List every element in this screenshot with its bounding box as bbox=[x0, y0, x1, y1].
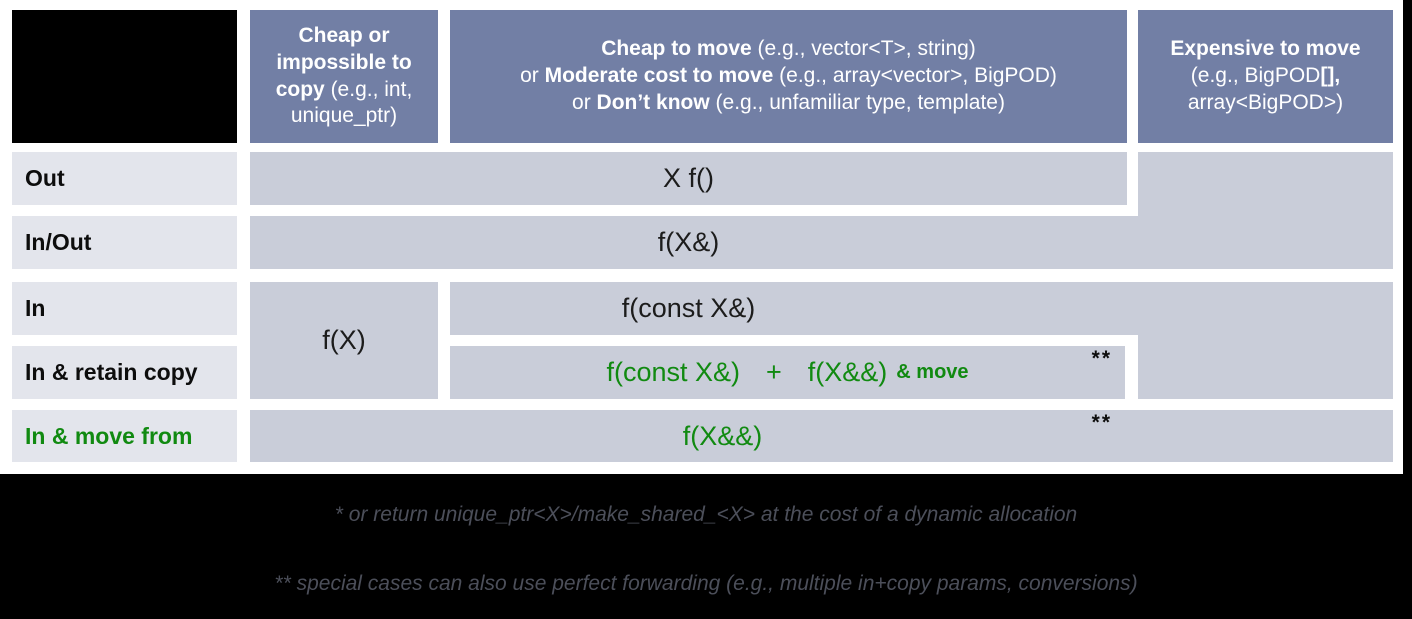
cheap-move-line2-bold: Moderate cost to move bbox=[544, 64, 774, 88]
expensive-move-line3: array<BigPOD>) bbox=[1187, 90, 1344, 114]
cell-in-move-from-text: f(X&&) bbox=[682, 420, 763, 451]
cheap-move-line1-rest: (e.g., vector<T>, string) bbox=[751, 37, 976, 61]
cell-in-const-ref-text: f(const X&) bbox=[621, 293, 756, 323]
expensive-move-line2-rest: (e.g., BigPOD bbox=[1190, 64, 1321, 88]
cheap-move-line2-prefix: or bbox=[520, 64, 545, 88]
column-header-cheap-move: Cheap to move (e.g., vector<T>, string) … bbox=[450, 10, 1127, 143]
cell-in-out-text-wrap: f(X&) bbox=[250, 216, 1127, 269]
row-header-in-out: In/Out bbox=[12, 216, 237, 269]
cell-out: X f() bbox=[250, 152, 1127, 205]
cell-in-const-ref-text-wrap: f(const X&) bbox=[250, 282, 1127, 335]
footnote-dynamic-allocation: * or return unique_ptr<X>/make_shared_<X… bbox=[334, 503, 1078, 526]
cheap-move-line3-bold: Don’t know bbox=[596, 90, 710, 114]
corner-black-box bbox=[12, 10, 237, 143]
cheap-move-line2-rest: (e.g., array<vector>, BigPOD) bbox=[773, 64, 1057, 88]
row-header-in-retain-copy: In & retain copy bbox=[12, 346, 237, 399]
cell-out-text: X f() bbox=[663, 163, 714, 193]
cheap-move-line3-prefix: or bbox=[572, 90, 597, 114]
cell-cheap-copy-in-text: f(X) bbox=[322, 325, 366, 355]
cheap-copy-rest-text: (e.g., int, unique_ptr) bbox=[290, 77, 413, 128]
cheap-copy-bold-text: Cheap or impossible to copy bbox=[275, 23, 412, 101]
expensive-move-line2-bold: [], bbox=[1320, 64, 1341, 88]
row-header-in-text: In bbox=[25, 295, 46, 321]
cell-in-retain-copy: f(const X&) + f(X&&) & move ** bbox=[450, 346, 1125, 399]
cheap-move-line2: or Moderate cost to move (e.g., array<ve… bbox=[454, 63, 1123, 90]
row-header-in: In bbox=[12, 282, 237, 335]
cheap-move-line3-rest: (e.g., unfamiliar type, template) bbox=[709, 90, 1005, 114]
cell-cheap-copy-in: f(X) bbox=[250, 282, 438, 399]
cell-in-move-from-text-wrap: f(X&&) bbox=[250, 410, 1195, 462]
cell-in-out-text: f(X&) bbox=[657, 227, 720, 257]
cheap-move-line3: or Don’t know (e.g., unfamiliar type, te… bbox=[454, 90, 1123, 117]
expensive-move-line1: Expensive to move bbox=[1170, 37, 1361, 61]
retain-footnote-marker: ** bbox=[1091, 347, 1112, 370]
column-header-cheap-copy: Cheap or impossible to copy (e.g., int, … bbox=[250, 10, 438, 143]
row-header-in-move-from-text: In & move from bbox=[25, 422, 193, 449]
column-header-expensive-move: Expensive to move (e.g., BigPOD[], array… bbox=[1138, 10, 1393, 143]
cell-in-move-from: f(X&&) ** bbox=[250, 410, 1393, 462]
cell-in-out: f(X&) bbox=[250, 216, 1393, 269]
move-footnote-marker: ** bbox=[1091, 411, 1112, 434]
expensive-move-line2: (e.g., BigPOD[], bbox=[1142, 63, 1389, 90]
cheap-move-line1: Cheap to move (e.g., vector<T>, string) bbox=[454, 36, 1123, 63]
row-header-in-move-from: In & move from bbox=[12, 410, 237, 462]
footnote-perfect-forwarding: ** special cases can also use perfect fo… bbox=[274, 572, 1138, 595]
row-header-in-out-text: In/Out bbox=[25, 229, 92, 255]
retain-rvalue-ref-text: f(X&&) bbox=[807, 357, 888, 387]
row-header-out: Out bbox=[12, 152, 237, 205]
retain-plus-text: + bbox=[766, 357, 782, 387]
cell-in-const-ref: f(const X&) bbox=[450, 282, 1393, 335]
retain-and-move-text: & move bbox=[896, 361, 969, 383]
column-header-cheap-copy-text: Cheap or impossible to copy (e.g., int, … bbox=[254, 23, 434, 131]
row-header-in-retain-copy-text: In & retain copy bbox=[25, 359, 198, 385]
row-header-out-text: Out bbox=[25, 165, 65, 191]
retain-const-ref-text: f(const X&) bbox=[606, 357, 740, 387]
cheap-move-line1-bold: Cheap to move bbox=[601, 37, 752, 61]
